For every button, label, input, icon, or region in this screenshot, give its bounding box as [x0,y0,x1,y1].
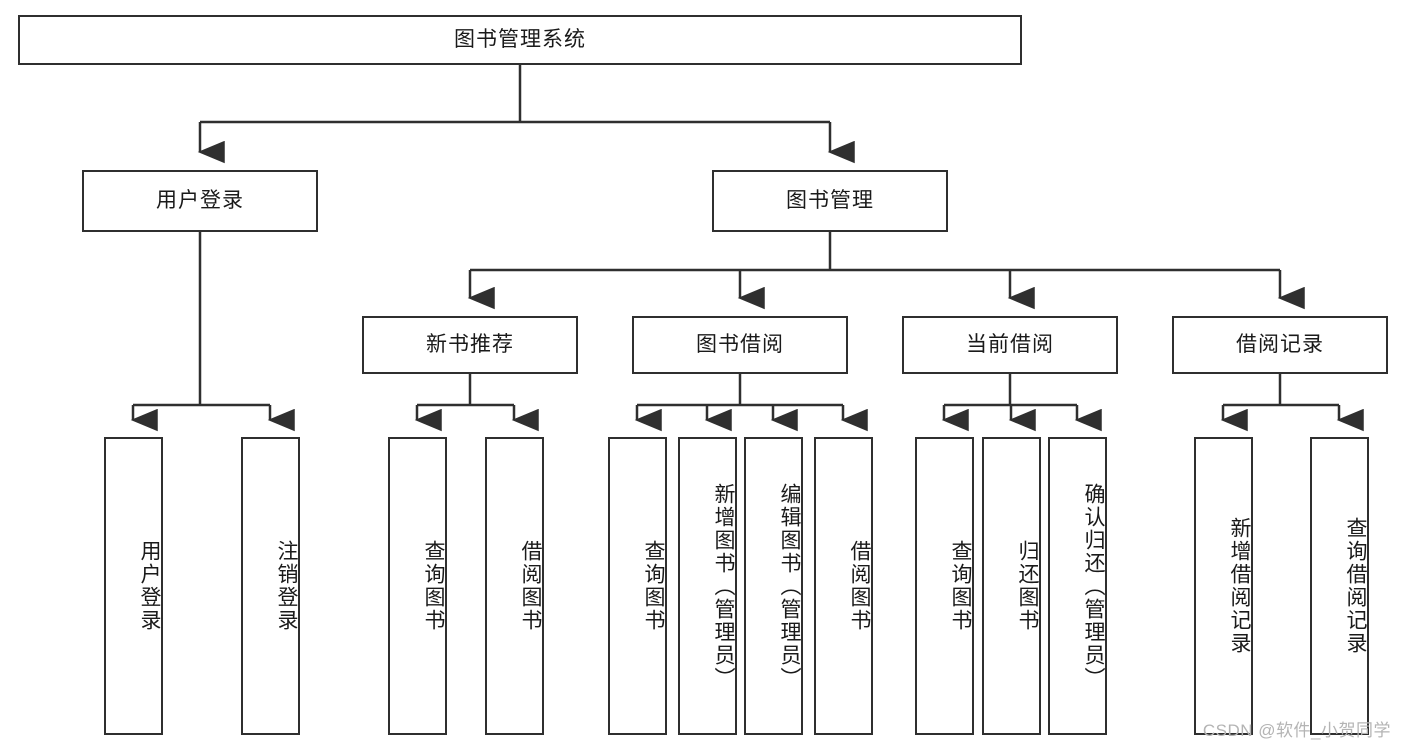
node-borrow-record[interactable]: 借阅记录 [1172,316,1388,374]
leaf-logout-label: 注销登录 [275,540,298,632]
node-book-borrow[interactable]: 图书借阅 [632,316,848,374]
leaf-user-login-label: 用户登录 [138,540,161,632]
node-user-login[interactable]: 用户登录 [82,170,318,232]
leaf-add-book-admin[interactable]: 新增图书（管理员） [678,437,737,735]
leaf-borrow-book-recommend-label: 借阅图书 [519,540,542,632]
leaf-query-book-recommend-label: 查询图书 [422,540,445,632]
node-user-login-label: 用户登录 [156,188,244,212]
leaf-query-book-recommend[interactable]: 查询图书 [388,437,447,735]
leaf-query-book-borrow[interactable]: 查询图书 [608,437,667,735]
leaf-user-login[interactable]: 用户登录 [104,437,163,735]
node-root[interactable]: 图书管理系统 [18,15,1022,65]
leaf-query-book-borrow-label: 查询图书 [642,540,665,632]
leaf-add-book-admin-label: 新增图书（管理员） [712,482,735,690]
leaf-borrow-book[interactable]: 借阅图书 [814,437,873,735]
node-new-book-recommend[interactable]: 新书推荐 [362,316,578,374]
node-book-borrow-label: 图书借阅 [696,332,784,356]
leaf-add-borrow-record[interactable]: 新增借阅记录 [1194,437,1253,735]
leaf-confirm-return-admin-label: 确认归还（管理员） [1082,482,1105,690]
leaf-edit-book-admin-label: 编辑图书（管理员） [778,482,801,690]
node-borrow-record-label: 借阅记录 [1236,332,1324,356]
leaf-confirm-return-admin[interactable]: 确认归还（管理员） [1048,437,1107,735]
leaf-query-book-current-label: 查询图书 [949,540,972,632]
leaf-logout[interactable]: 注销登录 [241,437,300,735]
leaf-query-book-current[interactable]: 查询图书 [915,437,974,735]
leaf-query-borrow-record[interactable]: 查询借阅记录 [1310,437,1369,735]
leaf-add-borrow-record-label: 新增借阅记录 [1228,517,1251,655]
leaf-edit-book-admin[interactable]: 编辑图书（管理员） [744,437,803,735]
node-current-borrow-label: 当前借阅 [966,332,1054,356]
leaf-query-borrow-record-label: 查询借阅记录 [1344,517,1367,655]
node-book-management-label: 图书管理 [786,188,874,212]
node-root-label: 图书管理系统 [454,27,586,51]
leaf-borrow-book-recommend[interactable]: 借阅图书 [485,437,544,735]
node-current-borrow[interactable]: 当前借阅 [902,316,1118,374]
leaf-return-book-label: 归还图书 [1016,540,1039,632]
leaf-return-book[interactable]: 归还图书 [982,437,1041,735]
watermark: CSDN @软件_小贺同学 [1202,721,1391,740]
node-book-management[interactable]: 图书管理 [712,170,948,232]
leaf-borrow-book-label: 借阅图书 [848,540,871,632]
node-new-book-recommend-label: 新书推荐 [426,332,514,356]
